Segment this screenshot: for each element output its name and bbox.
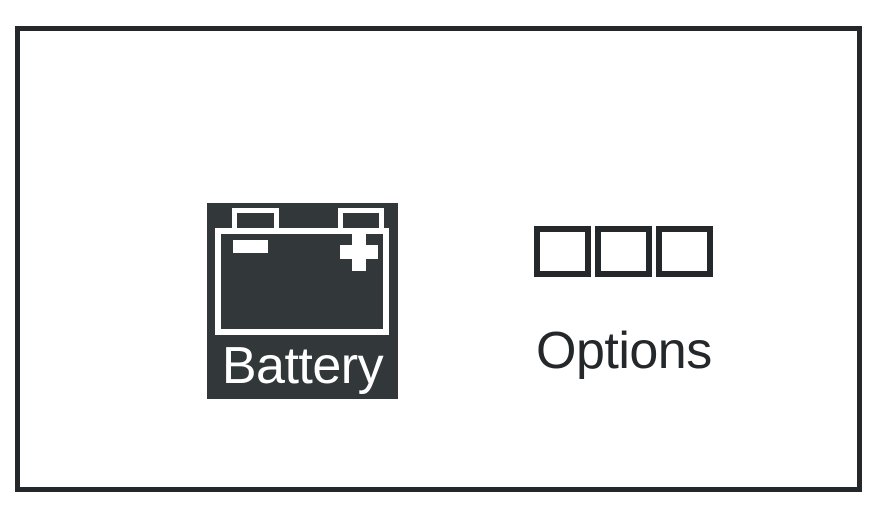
option-square-2[interactable] [595, 226, 652, 277]
option-square-3[interactable] [656, 226, 713, 277]
plus-icon [340, 233, 378, 271]
plus-icon-vertical-bar [352, 233, 366, 271]
battery-negative-terminal-icon [232, 208, 279, 234]
battery-label: Battery [221, 337, 384, 395]
battery-tile[interactable]: Battery [207, 203, 398, 399]
battery-body-icon [215, 228, 389, 335]
options-label: Options [536, 322, 712, 380]
option-squares-row [534, 226, 713, 277]
option-square-1[interactable] [534, 226, 591, 277]
battery-positive-terminal-icon [338, 208, 384, 234]
minus-icon [233, 240, 268, 253]
outer-frame: Battery Options [15, 26, 862, 492]
